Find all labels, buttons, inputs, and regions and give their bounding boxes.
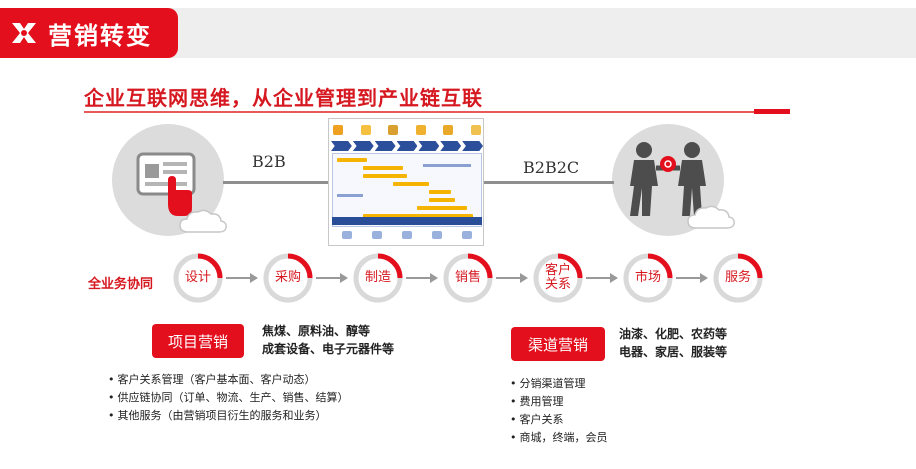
channel-bullet-list: 分销渠道管理 费用管理 客户关系 商城，终端，会员 (510, 375, 608, 447)
channel-marketing-desc: 油漆、化肥、农药等 电器、家居、服装等 (619, 327, 728, 359)
diagram-bottom-bar (332, 217, 482, 225)
list-item: 供应链协同（订单、物流、生产、销售、结算） (108, 389, 349, 407)
project-marketing-desc: 焦煤、原料油、醇等 成套设备、电子元器件等 (262, 324, 395, 356)
section-subtitle: 企业互联网思维，从企业管理到产业链互联 (84, 86, 483, 110)
list-item: 客户关系 (510, 411, 608, 429)
page-title: 营销转变 (48, 21, 152, 50)
flow-label: 全业务协同 (88, 277, 154, 292)
flow-arrow-icon (676, 273, 708, 283)
diagram-footer (332, 229, 482, 241)
subtitle-accent-bar (754, 109, 790, 114)
flow-step-sales: 销售 (442, 252, 494, 304)
business-handshake-icon (630, 142, 706, 216)
list-item: 其他服务（由营销项目衍生的服务和业务） (108, 407, 349, 425)
diagram-body (332, 153, 482, 227)
cloud-icon (687, 205, 735, 229)
doc-icon (333, 125, 343, 135)
b2b-label: B2B (252, 152, 286, 171)
industry-chain-diagram (328, 118, 484, 246)
flow-arrow-icon (586, 273, 618, 283)
flow-arrow-icon (226, 273, 258, 283)
list-item: 分销渠道管理 (510, 375, 608, 393)
hand-icon (470, 125, 481, 135)
diagram-chevrons (331, 141, 484, 151)
project-bullet-list: 客户关系管理（客户基本面、客户动态） 供应链协同（订单、物流、生产、销售、结算）… (108, 371, 349, 425)
list-item: 费用管理 (510, 393, 608, 411)
flow-arrow-icon (406, 273, 438, 283)
flow-arrow-icon (316, 273, 348, 283)
flow-step-customer-relation: 客户关系 (532, 252, 584, 304)
tablet-touch-icon (136, 152, 196, 216)
x-logo-icon (12, 23, 36, 43)
b2b-connector (223, 181, 329, 184)
list-item: 商城，终端，会员 (510, 429, 608, 447)
diagram-icon-row (333, 123, 481, 137)
b2b2c-connector (484, 181, 614, 184)
header-tab: 营销转变 (0, 8, 178, 58)
list-item: 客户关系管理（客户基本面、客户动态） (108, 371, 349, 389)
flow-step-design: 设计 (172, 252, 224, 304)
channel-marketing-tag: 渠道营销 (511, 327, 605, 361)
cloud-icon (179, 209, 227, 233)
flow-step-purchase: 采购 (262, 252, 314, 304)
handshake-circle (612, 124, 724, 236)
phone-icon (360, 125, 371, 135)
tablet-circle (112, 124, 224, 236)
flow-step-manufacture: 制造 (352, 252, 404, 304)
b2b2c-label: B2B2C (523, 158, 580, 177)
flow-step-service: 服务 (712, 252, 764, 304)
coin-icon (388, 125, 399, 135)
flow-step-market: 市场 (622, 252, 674, 304)
subtitle-divider (84, 111, 790, 113)
person-icon (443, 125, 454, 135)
flow-arrow-icon (496, 273, 528, 283)
truck-icon (415, 125, 426, 135)
project-marketing-tag: 项目营销 (152, 324, 244, 358)
